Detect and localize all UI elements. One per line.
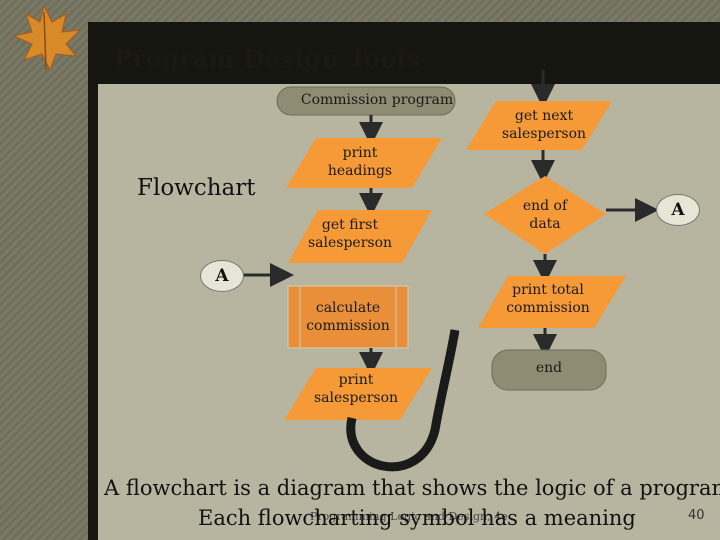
slide-title: Program Design Tools	[114, 44, 421, 73]
connector-a-right: A	[656, 194, 700, 226]
end-terminal	[491, 349, 607, 391]
print-total-line1: print total	[512, 282, 584, 298]
get-first-line2: salesperson	[307, 235, 393, 251]
print-headings-line2: headings	[327, 163, 393, 179]
get-next-label: get next salesperson	[479, 107, 609, 143]
side-band	[88, 22, 98, 540]
title-band	[88, 22, 720, 84]
calculate-line1: calculate	[315, 300, 381, 316]
print-salesperson-shape	[284, 368, 432, 420]
calculate-label: calculate commission	[288, 299, 408, 335]
caption-line1: A flowchart is a diagram that shows the …	[104, 476, 720, 500]
print-total-line2: commission	[506, 300, 590, 316]
end-of-data-line2: data	[529, 216, 561, 232]
start-label: Commission program	[300, 92, 454, 108]
print-salesperson-label: print salesperson	[296, 371, 416, 407]
get-first-line1: get first	[321, 217, 379, 233]
footer-text: Programming Logic and Design, 4e	[310, 510, 508, 523]
subject-label: Flowchart	[137, 175, 256, 201]
connector-a-left: A	[200, 260, 244, 292]
print-salesperson-line1: print	[338, 372, 374, 388]
print-headings-shape	[286, 138, 442, 188]
end-of-data-decision	[484, 176, 606, 254]
print-headings-line1: print	[342, 145, 378, 161]
calculate-process-shape	[287, 285, 409, 349]
print-salesperson-line2: salesperson	[313, 390, 399, 406]
get-next-line2: salesperson	[501, 126, 587, 142]
print-headings-label: print headings	[300, 144, 420, 180]
print-total-label: print total commission	[488, 281, 608, 317]
get-first-label: get first salesperson	[290, 216, 410, 252]
get-first-shape	[288, 210, 432, 263]
loop-arrow	[346, 329, 460, 472]
start-terminal	[276, 86, 456, 116]
end-label: end	[535, 360, 563, 376]
calculate-line2: commission	[306, 318, 390, 334]
page-number: 40	[688, 508, 705, 523]
get-next-line1: get next	[514, 108, 574, 124]
print-total-shape	[478, 276, 626, 328]
end-of-data-line1: end of	[522, 198, 568, 214]
get-next-shape	[466, 101, 612, 150]
caption-line2: Each flowcharting symbol has a meaning	[198, 506, 636, 530]
end-of-data-label: end of data	[505, 197, 585, 233]
leaf-decoration-icon	[12, 4, 82, 72]
